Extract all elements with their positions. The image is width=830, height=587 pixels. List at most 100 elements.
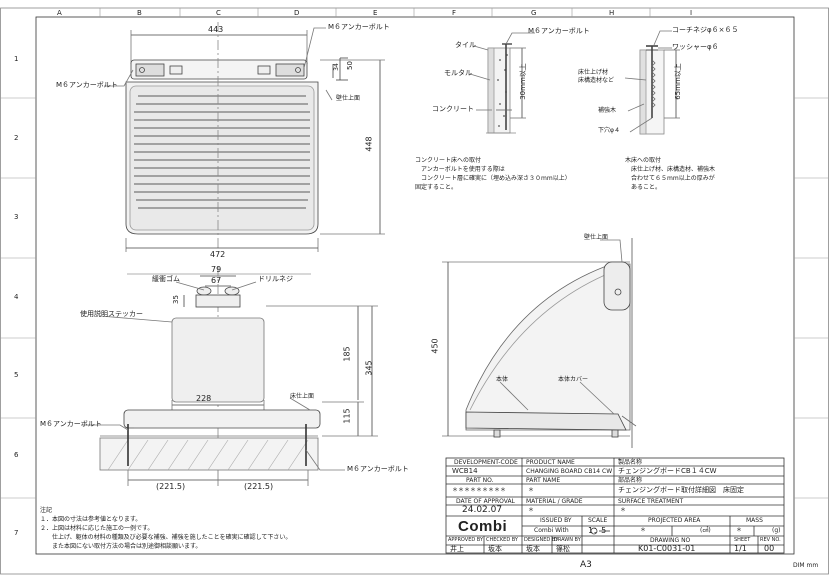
grid-col-h: H: [609, 9, 615, 17]
combi-logo: Combi: [458, 518, 508, 535]
grid-row-4: 4: [14, 293, 19, 301]
checked-name: 坂本: [488, 545, 502, 553]
approved-name: 井上: [450, 545, 464, 553]
designed-name: 坂本: [526, 545, 540, 553]
jp-part-value: チェンジングボード取付詳細図 床固定: [618, 486, 744, 494]
dim-450: 450: [430, 338, 440, 354]
grid-row-2: 2: [14, 134, 19, 142]
dev-code-value: WCB14: [452, 467, 478, 475]
checked-label: CHECKED BY: [486, 537, 518, 543]
issued-label: ISSUED BY: [540, 517, 572, 524]
front-view: [82, 266, 378, 486]
notes-title: 注記: [40, 507, 53, 514]
sheet-value: 1/1: [734, 544, 747, 553]
tile-label: タイル: [455, 41, 476, 49]
proj-area-label: PROJECTED AREA: [648, 517, 701, 524]
jp-product-value: チェンジングボードCB１４CW: [618, 467, 717, 475]
grid-row-3: 3: [14, 213, 19, 221]
drawn-label: DRAWN BY: [554, 537, 581, 543]
top-view: [104, 22, 385, 252]
dim-345: 345: [364, 360, 374, 376]
coach-screw-label: コーチネジφ６×６５: [672, 26, 739, 34]
drawing-no-label: DRAWING NO: [650, 537, 691, 544]
wall-face-label: 壁仕上面: [336, 95, 361, 102]
mass-value: ＊: [736, 527, 743, 534]
rev-label: REV NO.: [760, 537, 781, 543]
mortar-label: モルタル: [444, 69, 472, 77]
anchor-bolt-label-left: M６アンカーボルト: [56, 81, 118, 89]
part-name-value: ＊: [528, 487, 535, 494]
concrete-anchor-label: M６アンカーボルト: [528, 27, 590, 35]
concrete-note: コンクリート床への取付 アンカーボルトを使用する際は コンクリート層に確実に（埋…: [415, 157, 571, 191]
floor-finish-label-2: 床構造材など: [578, 77, 615, 84]
anchor-bolt-label-top: M６アンカーボルト: [328, 23, 390, 31]
drawing-no-value: K01-C0031-01: [638, 544, 696, 553]
material-label: MATERIAL / GRADE: [526, 498, 583, 505]
scale-value: 1：5: [588, 526, 607, 535]
product-name-value: CHANGING BOARD CB14 CW: [526, 468, 613, 475]
grid-row-5: 5: [14, 371, 19, 379]
grid-ticks: [0, 8, 829, 499]
dim-472: 472: [210, 250, 226, 259]
proj-area-unit: (㎠): [700, 527, 711, 534]
date-value: 24.02.07: [462, 505, 503, 515]
grid-col-b: B: [137, 9, 142, 17]
proj-area-value: ＊: [640, 527, 647, 534]
detail-wood: [624, 30, 680, 135]
frame-inner: [35, 16, 795, 555]
dim-448: 448: [364, 136, 374, 152]
frame-outer: [0, 7, 829, 575]
issued-value: Combi With: [534, 527, 569, 534]
pilot-hole-label: 下穴φ４: [598, 127, 620, 134]
front-anchor-right: M６アンカーボルト: [347, 465, 409, 473]
concrete-label: コンクリート: [432, 105, 474, 113]
grid-col-f: F: [452, 9, 457, 17]
side-view: [442, 238, 637, 448]
jp-part-label: 部品名称: [618, 477, 643, 484]
scale-label: SCALE: [588, 517, 608, 524]
drill-screw-label: ドリルネジ: [258, 275, 293, 283]
dev-code-label: DEVELOPMENT-CODE: [454, 459, 518, 466]
dim-228: 228: [196, 394, 212, 403]
general-notes: 注記 １．本図の寸法は参考値となります。 ２．上図は材料に応じた施工の一例です。…: [40, 507, 292, 550]
grid-row-6: 6: [14, 451, 19, 459]
sheet-label: SHEET: [734, 537, 751, 543]
dim-79: 79: [211, 265, 222, 274]
title-block-lines: [445, 457, 785, 554]
side-wall-face-label: 壁仕上面: [584, 234, 609, 241]
date-label: DATE OF APPROVAL: [456, 498, 515, 505]
rev-value: 00: [764, 544, 775, 553]
sticker-label: 使用説明ステッカー: [80, 310, 143, 318]
approved-label: APPROVED BY: [448, 537, 484, 543]
part-name-label: PART NAME: [526, 477, 561, 484]
dim-185: 185: [342, 346, 352, 362]
body-cover-label: 本体カバー: [558, 376, 589, 383]
dim-221-left: (221.5): [156, 482, 186, 491]
surface-value: ＊: [620, 507, 627, 514]
product-name-label: PRODUCT NAME: [526, 459, 575, 466]
reinforce-wood-label: 補強木: [598, 107, 617, 114]
floor-finish-label-1: 床仕上げ材: [578, 69, 609, 76]
drawn-name: 篠松: [556, 545, 570, 553]
part-no-value: ＊＊＊＊＊＊＊＊＊: [452, 487, 507, 494]
washer-label: ワッシャーφ６: [672, 43, 719, 51]
dim-35: 35: [171, 295, 180, 304]
dim-115: 115: [342, 408, 352, 424]
grid-col-c: C: [216, 9, 221, 17]
material-value: ＊: [528, 507, 535, 514]
dim-221-right: (221.5): [244, 482, 274, 491]
body-label: 本体: [496, 376, 509, 383]
concrete-depth: 30mm以上: [518, 63, 527, 100]
grid-row-7: 7: [14, 529, 19, 537]
designed-label: DESIGNED BY: [524, 537, 559, 543]
dim-unit: DIM mm: [793, 562, 819, 569]
dim-67: 67: [211, 276, 222, 285]
grid-col-i: I: [690, 9, 693, 17]
surface-label: SURFACE TREATMENT: [618, 498, 684, 505]
grid-row-1: 1: [14, 55, 19, 63]
part-no-label: PART NO.: [466, 477, 494, 484]
grid-col-e: E: [373, 9, 378, 17]
grid-col-a: A: [57, 9, 62, 17]
grid-col-g: G: [531, 9, 537, 17]
floor-face-label: 床仕上面: [290, 393, 315, 400]
